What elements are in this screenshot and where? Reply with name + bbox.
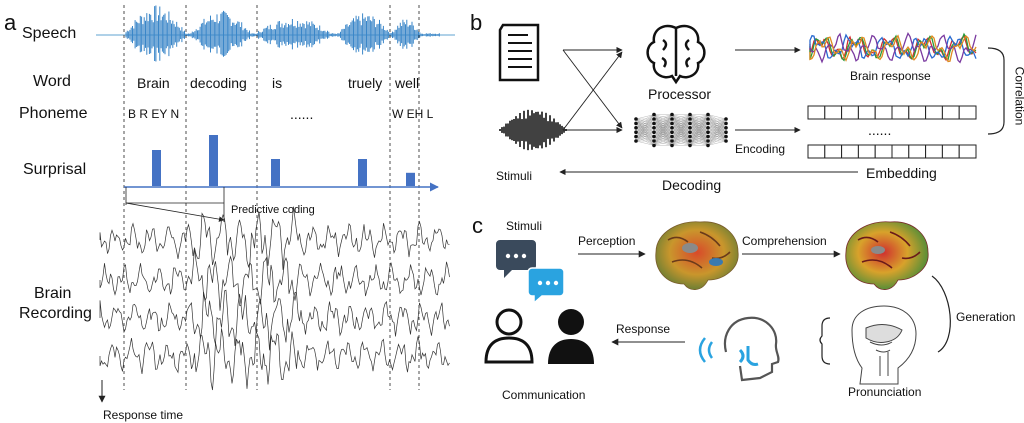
panel-a-label: a — [4, 10, 17, 35]
phonemes-right: W EH L — [392, 107, 434, 121]
brain-processor-icon — [646, 24, 706, 85]
time-markers — [123, 5, 420, 390]
stimuli-c-label: Stimuli — [506, 219, 543, 233]
perception-label: Perception — [578, 234, 636, 248]
word-decoding: decoding — [190, 75, 247, 91]
encoding-label: Encoding — [735, 142, 786, 156]
brain-recording-traces — [99, 206, 450, 391]
brain-recording-label-line1: Brain — [34, 285, 72, 302]
response-label: Response — [616, 322, 671, 336]
brain-recording-label-line2: Recording — [19, 305, 92, 322]
brain-response-trace-4 — [809, 31, 977, 64]
predictive-coding-label: Predictive coding — [231, 204, 315, 216]
surprisal-bars — [152, 135, 415, 186]
generation-arc — [931, 275, 951, 353]
panel-b-label: b — [470, 10, 483, 35]
brain-response-label: Brain response — [850, 69, 931, 83]
surprisal-bar-2 — [209, 135, 218, 186]
correlation-bracket — [987, 47, 1005, 135]
phoneme-row-label: Phoneme — [19, 105, 88, 122]
predictive-coding-bracket — [125, 187, 225, 222]
processor-label: Processor — [648, 86, 712, 102]
surprisal-bar-4 — [358, 159, 367, 186]
eeg-trace-2 — [99, 247, 450, 311]
surprisal-row-label: Surprisal — [23, 161, 87, 178]
embedding-ellipsis: ...... — [868, 122, 892, 138]
word-is: is — [272, 75, 283, 91]
surprisal-bar-5 — [406, 172, 415, 186]
word-row-label: Word — [33, 73, 71, 90]
speaking-head-icon — [698, 316, 780, 382]
word-well: well — [395, 75, 420, 91]
speech-row-label: Speech — [22, 25, 77, 42]
generation-label: Generation — [956, 310, 1016, 324]
person-outline-icon — [484, 308, 534, 364]
brain-response-trace-5 — [809, 34, 977, 63]
brain-response-trace-3 — [809, 33, 977, 60]
brain-map-perception — [655, 221, 739, 290]
document-icon — [498, 23, 540, 82]
response-time-label: Response time — [103, 408, 184, 422]
decoding-label: Decoding — [662, 177, 722, 193]
chat-bubbles-icon — [496, 240, 565, 305]
phoneme-ellipsis: ...... — [290, 106, 314, 122]
stimuli-b-label: Stimuli — [496, 169, 533, 183]
embedding-vectors — [807, 105, 977, 159]
speech-waveform — [125, 5, 440, 62]
eeg-trace-4 — [99, 328, 450, 391]
eeg-trace-1 — [99, 206, 450, 270]
vocal-tract-icon — [851, 305, 917, 385]
brain-response-traces — [809, 31, 977, 64]
word-truely: truely — [348, 75, 383, 91]
sound-wave-icon — [499, 109, 567, 151]
surprisal-bar-1 — [152, 150, 161, 186]
brain-map-comprehension — [845, 221, 929, 290]
panel-c-label: c — [472, 213, 483, 238]
pronunciation-bracket — [819, 317, 831, 365]
surprisal-bar-3 — [271, 159, 280, 186]
communication-label: Communication — [502, 388, 586, 402]
pronunciation-label: Pronunciation — [848, 385, 922, 399]
speech-waveform-path — [125, 5, 440, 62]
person-filled-icon — [548, 309, 594, 364]
crossing-arrows — [562, 46, 623, 134]
phonemes-left: B R EY N — [128, 107, 180, 121]
word-brain: Brain — [137, 75, 170, 91]
comprehension-label: Comprehension — [742, 234, 827, 248]
embedding-label: Embedding — [866, 165, 937, 181]
neural-network-icon — [634, 112, 728, 148]
eeg-trace-3 — [99, 289, 450, 351]
